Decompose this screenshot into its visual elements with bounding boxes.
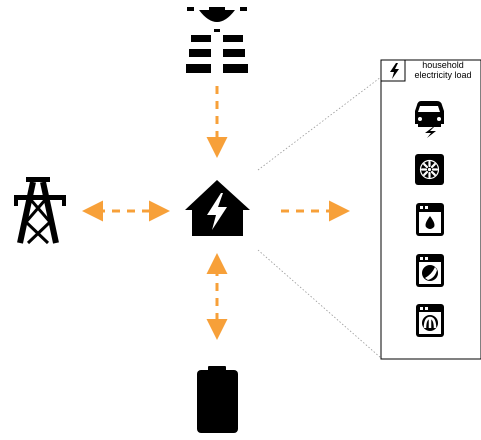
- house-lightning-icon: [185, 180, 250, 236]
- dryer-icon: [416, 304, 444, 337]
- transmission-tower-icon: [14, 177, 66, 245]
- lightning-icon: [390, 63, 399, 79]
- connector-line-bottom: [257, 249, 382, 359]
- connector-line-top: [257, 76, 382, 171]
- load-panel-title: household electricity load: [414, 60, 472, 80]
- electric-car-icon: [415, 101, 444, 138]
- heat-pump-icon: [415, 154, 444, 185]
- water-boiler-icon: [416, 203, 444, 236]
- battery-icon: [197, 366, 238, 433]
- solar-panel-icon: [186, 7, 248, 73]
- washing-machine-icon: [416, 254, 444, 287]
